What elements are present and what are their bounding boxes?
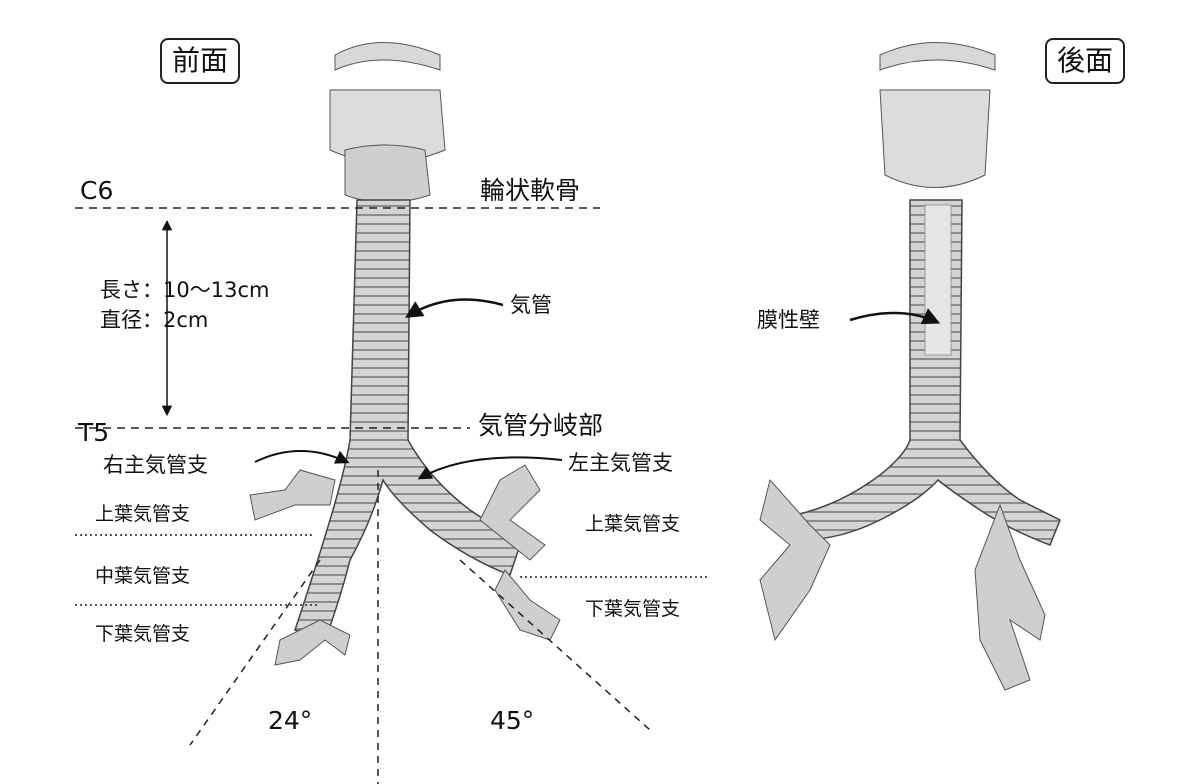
front-right-upper-branch [249,469,336,521]
diameter-label: 直径：2cm [100,308,209,332]
left-main-bronchus-arrow [417,456,563,480]
front-view-label: 前面 [160,38,241,84]
cricoid-label: 輪状軟骨 [480,176,581,205]
t5-label: T5 [78,418,110,447]
front-trachea [249,42,561,666]
right-angle-line [189,559,321,746]
carina-label: 気管分岐部 [478,411,604,440]
back-larynx [879,89,991,188]
back-left-branches [974,503,1046,691]
left-angle-label: 45° [490,706,535,735]
front-right-lower-branch [274,619,351,666]
front-cricoid [344,144,431,203]
back-view-label: 後面 [1045,38,1126,84]
membranous-wall-area [924,204,952,356]
left-upper-lobe-label: 上葉気管支 [585,513,681,535]
trachea-arrow [405,298,504,318]
trachea-label: 気管 [510,293,552,317]
right-main-bronchus-label: 右主気管支 [103,453,208,477]
membranous-wall-arrow [849,308,941,325]
c6-label: C6 [80,176,114,205]
right-main-bronchus-arrow [254,450,350,464]
left-lower-lobe-label: 下葉気管支 [585,598,681,620]
back-right-branches [759,478,831,642]
right-middle-lobe-label: 中葉気管支 [95,565,191,587]
right-lower-lobe-label: 下葉気管支 [95,623,191,645]
back-trachea-tube [794,199,1061,546]
front-left-lower-branch [494,569,561,641]
right-upper-lobe-label: 上葉気管支 [95,503,191,525]
back-trachea [759,42,1061,691]
left-angle-line [459,559,651,731]
front-left-upper-branch [479,464,546,561]
right-angle-label: 24° [268,706,313,735]
back-hyoid [879,42,996,71]
left-main-bronchus-label: 左主気管支 [568,451,673,475]
membranous-wall-label: 膜性壁 [757,308,820,332]
length-label: 長さ：10〜13cm [100,278,270,302]
front-hyoid [334,42,441,71]
